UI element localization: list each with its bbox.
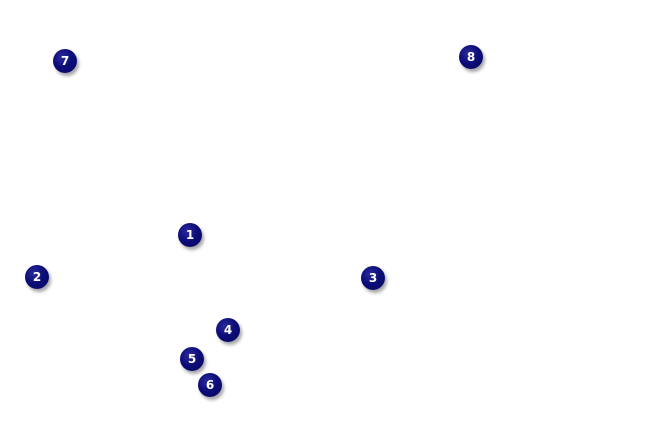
marker-5[interactable]: 5 (180, 347, 204, 371)
marker-7[interactable]: 7 (53, 49, 77, 73)
marker-6[interactable]: 6 (198, 373, 222, 397)
marker-8[interactable]: 8 (459, 45, 483, 69)
marker-4[interactable]: 4 (216, 318, 240, 342)
marker-1[interactable]: 1 (178, 223, 202, 247)
marker-2[interactable]: 2 (25, 265, 49, 289)
marker-3[interactable]: 3 (361, 266, 385, 290)
